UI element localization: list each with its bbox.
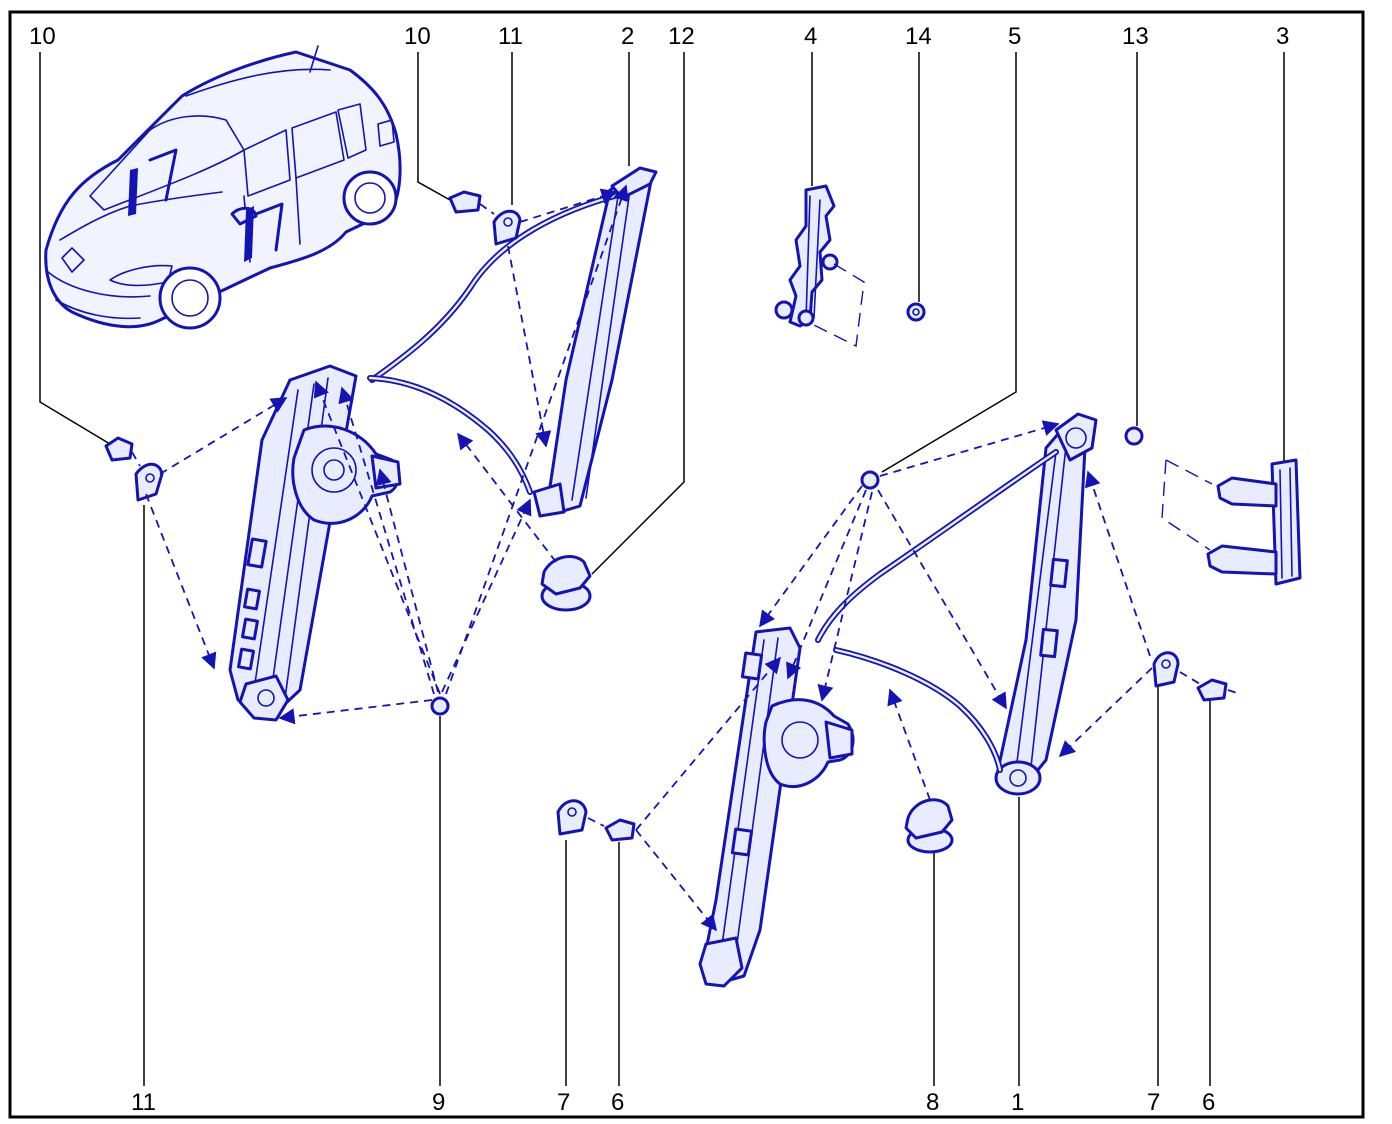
callout-14: 14 [905, 23, 932, 50]
leader-5 [881, 52, 1017, 473]
part-9-nut [430, 696, 450, 716]
part-5-nut [860, 470, 880, 490]
leader-12 [591, 52, 685, 575]
callout-6-left: 6 [611, 1089, 624, 1116]
part-13-nut [1124, 426, 1144, 446]
regulator-assembly-right [698, 626, 855, 988]
part-10-clip-top [448, 190, 482, 214]
part-3-rail [1161, 458, 1302, 586]
part-1-regulator-right [815, 412, 1098, 796]
callout-3: 3 [1276, 23, 1289, 50]
assembly-arrows [131, 184, 1241, 932]
leader-lines [39, 52, 1285, 1086]
callouts-bottom: 11 9 7 6 8 1 7 6 [131, 1089, 1215, 1116]
regulator-assembly-left [228, 364, 402, 722]
callout-12: 12 [668, 23, 695, 50]
part-10-clip-left [104, 436, 134, 462]
callout-5: 5 [1008, 23, 1021, 50]
part-2-regulator-left [367, 166, 658, 518]
callout-7-right: 7 [1147, 1089, 1160, 1116]
callout-11-top: 11 [498, 23, 523, 50]
part-11-bracket-left [134, 462, 164, 502]
callout-10-top: 10 [404, 23, 431, 50]
vehicle-outline-illustration [44, 45, 402, 330]
part-8-cover [904, 798, 954, 854]
leader-10-top [417, 52, 451, 201]
part-6-clip-right [1196, 678, 1228, 702]
part-11-bracket-top [492, 209, 522, 246]
part-7-bracket-left [556, 799, 588, 836]
part-6-clip-left [604, 818, 636, 842]
callouts-top: 10 10 11 2 12 4 14 5 13 3 [29, 23, 1289, 50]
leader-10-left [39, 52, 111, 445]
part-12-cover [540, 555, 592, 612]
callout-13: 13 [1122, 23, 1149, 50]
callout-10-left: 10 [29, 23, 56, 50]
callout-8: 8 [926, 1089, 939, 1116]
diagram-frame [8, 10, 1365, 1119]
callout-6-right: 6 [1202, 1089, 1215, 1116]
callout-2: 2 [621, 23, 634, 50]
part-7-bracket-right [1152, 651, 1180, 688]
callout-4: 4 [804, 23, 817, 50]
callout-9: 9 [432, 1089, 445, 1116]
part-4-rail [774, 184, 865, 348]
callout-11-bottom: 11 [131, 1089, 156, 1116]
part-14-nut [906, 302, 926, 322]
callout-7-left: 7 [557, 1089, 570, 1116]
callout-1: 1 [1011, 1089, 1024, 1116]
